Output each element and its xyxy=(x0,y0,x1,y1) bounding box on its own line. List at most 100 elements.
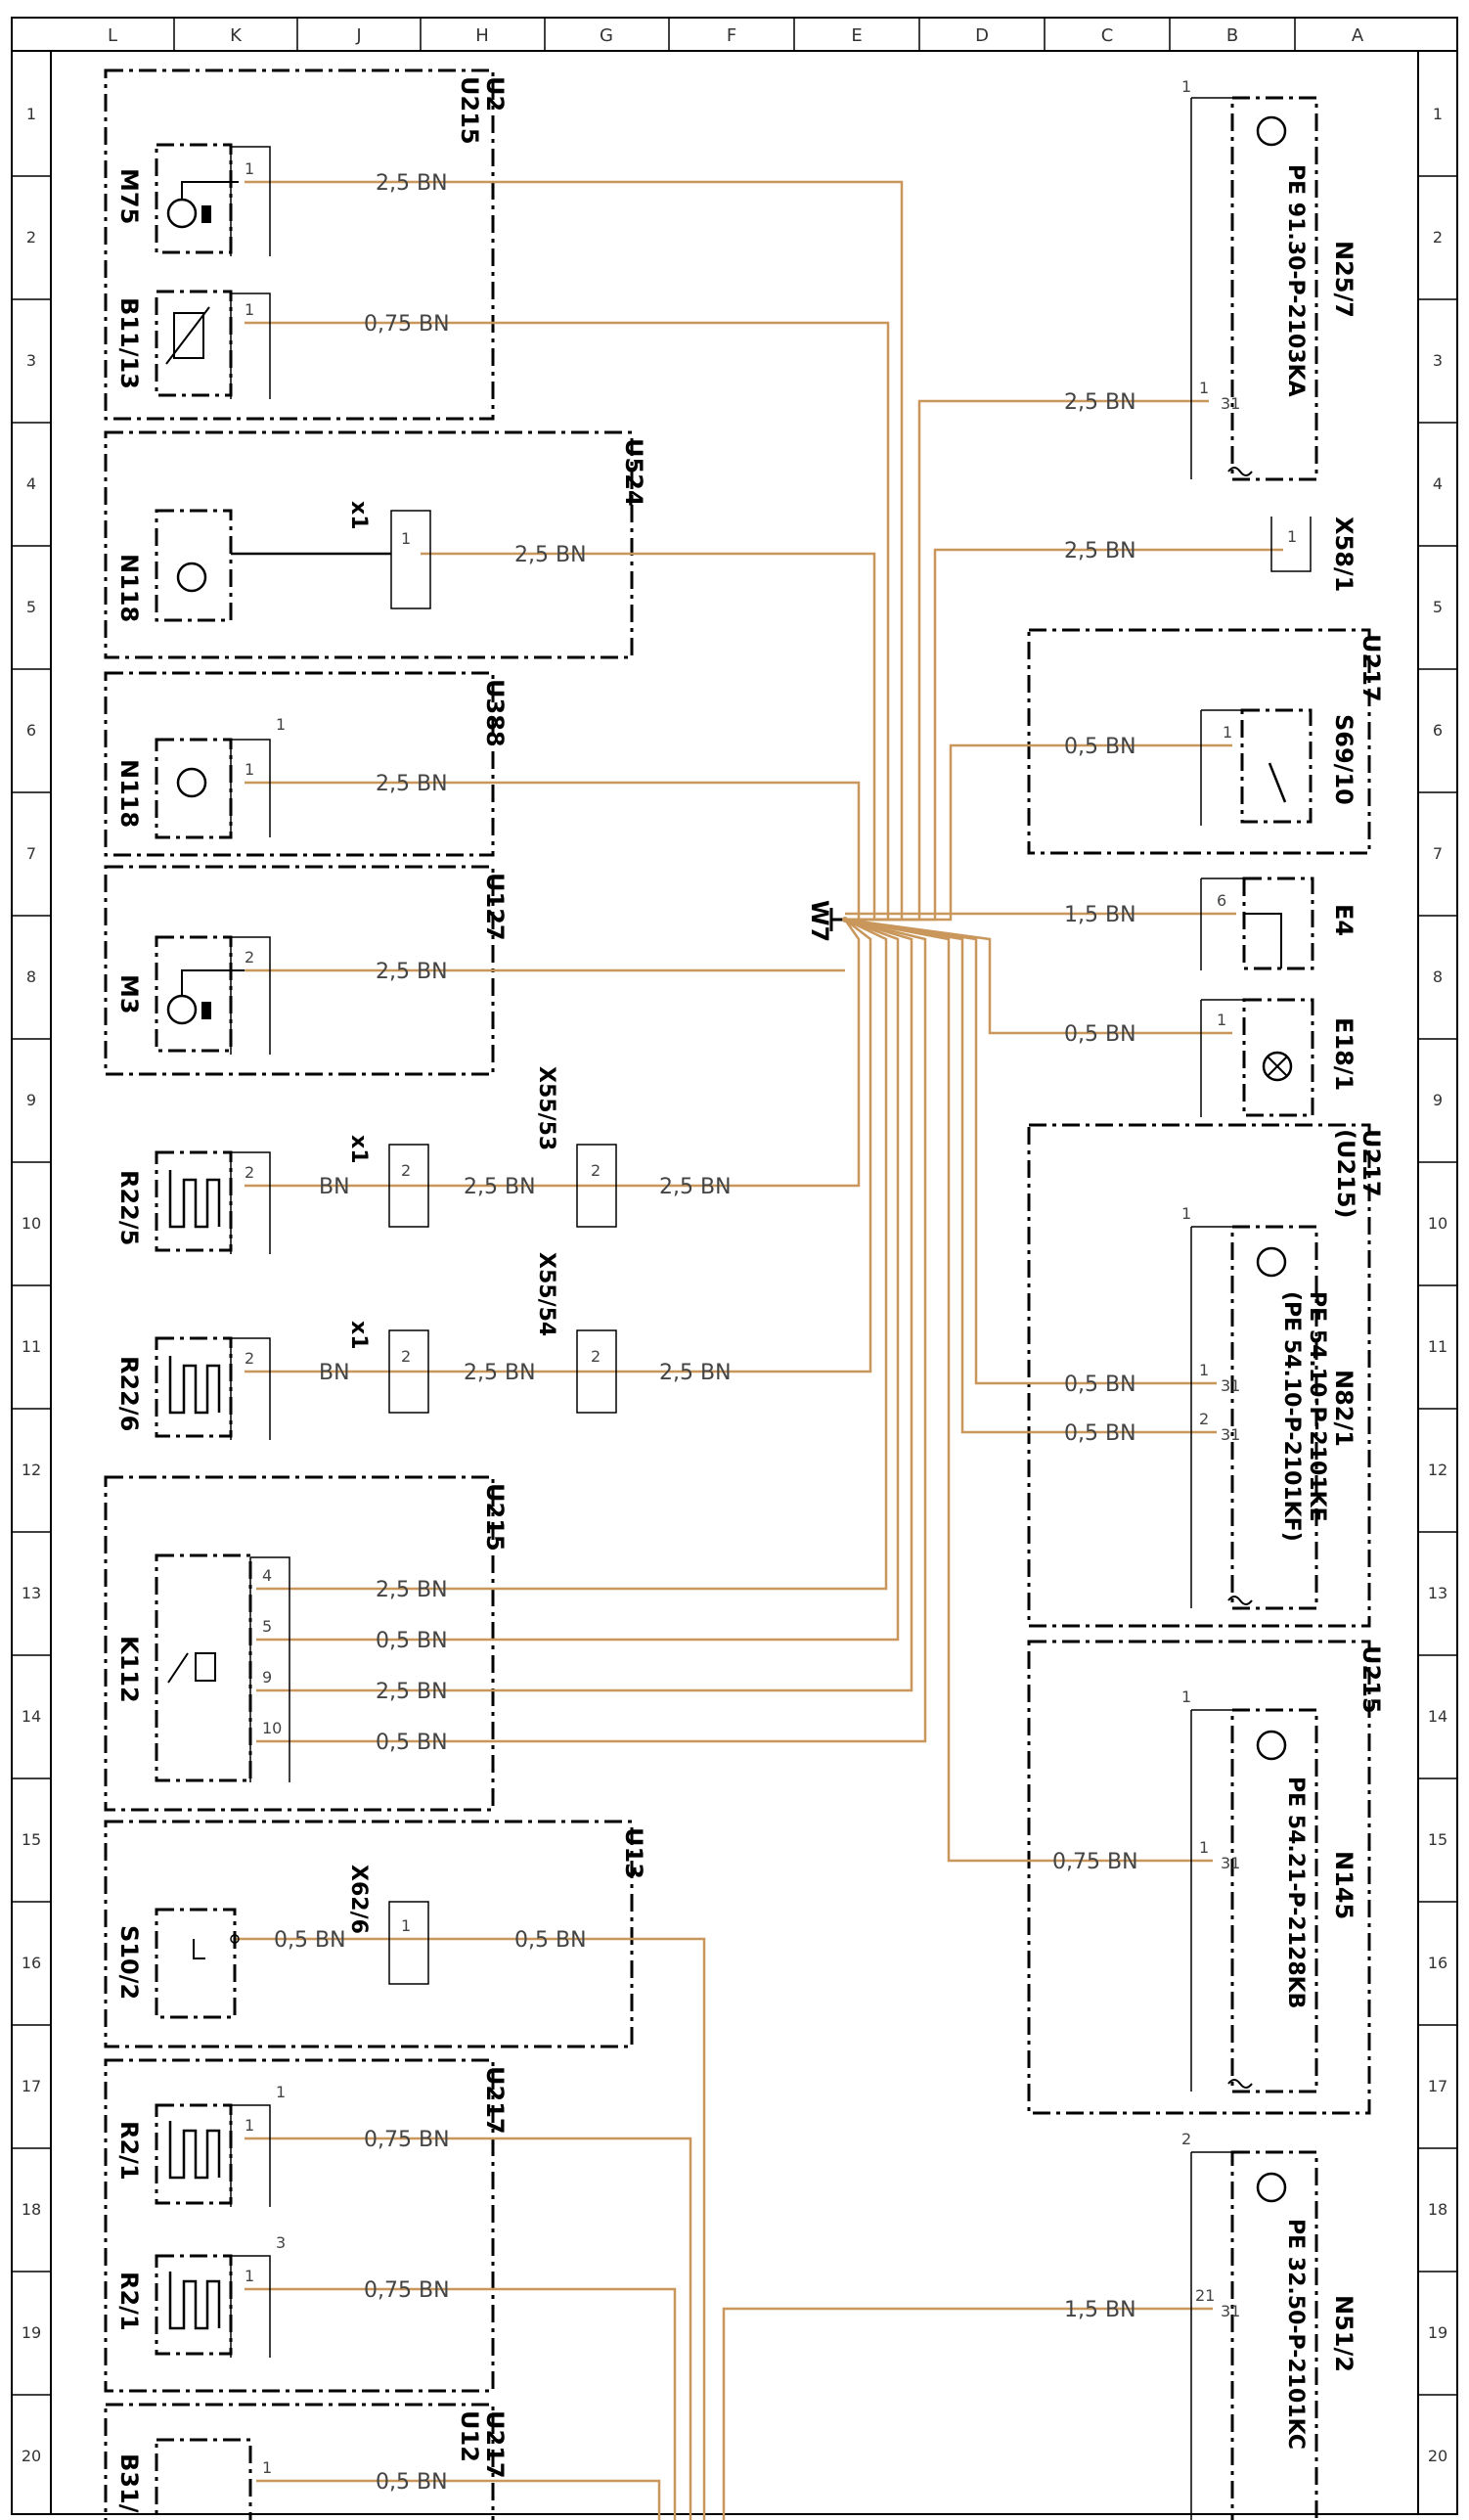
component-m75[interactable]: M75 1 xyxy=(115,143,271,256)
group-label-u217-right: U217 xyxy=(1358,634,1385,702)
control-unit-icon xyxy=(1256,2172,1287,2203)
wire-n82-b[interactable] xyxy=(844,918,1217,1434)
component-b11-13[interactable]: B11/13 1 xyxy=(115,290,271,399)
pin-n145b: 31 xyxy=(1221,1854,1240,1872)
wire-r22-5[interactable] xyxy=(245,919,861,1188)
wire-n51[interactable] xyxy=(722,2307,1213,2520)
wire-s69[interactable] xyxy=(845,743,1232,922)
component-label-r22-6: R22/6 xyxy=(115,1356,143,1431)
pe-ref-n25-7: PE 91.30-P-2103KA xyxy=(1283,164,1308,397)
control-unit-icon xyxy=(1256,1730,1287,1761)
component-n118-u524[interactable]: N118 x1 1 xyxy=(115,501,431,622)
pin-n118b: 1 xyxy=(245,760,254,779)
wire-label-r22-5a: BN xyxy=(319,1175,350,1199)
pin-n25-7-top: 1 xyxy=(1181,77,1191,96)
pin-n25-7b: 31 xyxy=(1221,394,1240,413)
component-x58-1[interactable]: X58/1 1 xyxy=(1270,517,1358,592)
border-number-2: 2 xyxy=(26,228,36,247)
wire-r2-1a[interactable] xyxy=(245,2137,692,2520)
component-s10-2[interactable]: S10/2 xyxy=(115,1908,240,2019)
wire-k112-10[interactable] xyxy=(256,918,927,1743)
component-n82-1[interactable]: N82/1 PE 54.10-P-2101KE (PE 54.10-P-2101… xyxy=(1181,1204,1358,1610)
control-unit-icon xyxy=(176,562,207,593)
pin-k5: 5 xyxy=(262,1617,272,1636)
pin-b11: 1 xyxy=(245,300,254,319)
group-label-u388: U388 xyxy=(481,679,509,747)
wire-label-r22-5b: 2,5 BN xyxy=(464,1175,536,1199)
connector-x62-6[interactable]: X62/6 1 xyxy=(346,1865,429,1985)
component-r2-1a[interactable]: R2/1 1 1 xyxy=(115,2083,286,2207)
component-label-s69-10: S69/10 xyxy=(1330,714,1358,805)
component-b31[interactable]: B31/ 1 xyxy=(115,2438,272,2520)
wire-s10[interactable] xyxy=(235,1937,706,2520)
wire-label-k112-4: 2,5 BN xyxy=(376,1578,448,1602)
border-number-3: 3 xyxy=(26,351,36,370)
border-number-11: 11 xyxy=(22,1337,41,1356)
connector-label-x55-53: X55/53 xyxy=(534,1066,558,1150)
group-label-u524: U524 xyxy=(620,438,647,507)
component-e4[interactable]: E4 6 xyxy=(1200,877,1358,970)
component-s69-10[interactable]: S69/10 1 xyxy=(1200,708,1358,826)
wire-n82-a[interactable] xyxy=(844,918,1217,1385)
wire-b11[interactable] xyxy=(245,321,890,922)
pin-k4: 4 xyxy=(262,1566,272,1585)
pin-n145-top: 1 xyxy=(1181,1688,1191,1706)
group-boxes xyxy=(104,68,1371,2520)
component-k112[interactable]: K112 4 5 9 10 xyxy=(115,1553,290,1782)
component-n118-u388[interactable]: N118 1 1 xyxy=(115,715,286,839)
group-label-u217a: U217 xyxy=(481,2066,509,2135)
wire-k112-4[interactable] xyxy=(256,918,888,1591)
border-number-13: 13 xyxy=(22,1584,41,1602)
component-m3[interactable]: M3 2 xyxy=(115,935,271,1055)
border-letter-d: D xyxy=(975,25,989,46)
pin-x1a: 2 xyxy=(401,1161,411,1180)
wire-r2-1b[interactable] xyxy=(245,2287,677,2520)
wire-k112-5[interactable] xyxy=(256,918,900,1642)
relay-icon xyxy=(195,1652,216,1682)
wire-label-n25-7: 2,5 BN xyxy=(1064,390,1136,415)
component-r2-1b[interactable]: R2/1 1 3 xyxy=(115,2233,286,2358)
component-label-e4: E4 xyxy=(1330,904,1358,936)
group-label-u215-right: U215 xyxy=(1358,1645,1385,1714)
wire-b31[interactable] xyxy=(256,2479,661,2520)
wire-n25-7[interactable] xyxy=(845,399,1209,922)
component-e18-1[interactable]: E18/1 1 xyxy=(1200,998,1358,1117)
pin-x55-53: 2 xyxy=(591,1161,601,1180)
heater-icon xyxy=(168,2272,221,2330)
pin-e4: 6 xyxy=(1217,891,1226,910)
connector-x1-a[interactable]: x1 2 xyxy=(346,1135,429,1228)
component-label-s10-2: S10/2 xyxy=(115,1925,143,2000)
component-label-r2-1a: R2/1 xyxy=(115,2121,143,2181)
border-number-right-11: 11 xyxy=(1428,1337,1447,1356)
sensor-icon xyxy=(165,306,210,365)
component-n25-7[interactable]: N25/7 PE 91.30-P-2103KA 1 1 31 xyxy=(1181,77,1358,481)
group-box-u2-u215 xyxy=(104,68,495,421)
wire-label-e4: 1,5 BN xyxy=(1064,903,1136,927)
component-r22-5[interactable]: R22/5 2 xyxy=(115,1150,271,1254)
border-number-right-15: 15 xyxy=(1428,1830,1447,1849)
connector-x55-54[interactable]: X55/54 2 xyxy=(534,1252,617,1414)
border-number-right-2: 2 xyxy=(1433,228,1443,247)
component-n145[interactable]: N145 PE 54.21-P-2128KB 1 1 31 xyxy=(1181,1688,1358,2093)
wire-n118b[interactable] xyxy=(245,781,861,922)
border-number-right-5: 5 xyxy=(1433,598,1443,616)
wire-n145[interactable] xyxy=(844,918,1213,1863)
wire-label-k112-5: 0,5 BN xyxy=(376,1629,448,1653)
wire-label-n118a: 2,5 BN xyxy=(514,543,587,567)
component-n51-2[interactable]: N51/2 PE 32.50-P-2101KC 2 21 31 xyxy=(1181,2130,1358,2520)
group-box-u388 xyxy=(104,671,495,857)
wire-k112-9[interactable] xyxy=(256,918,913,1692)
group-label-u12: U12 xyxy=(456,2410,483,2462)
wires xyxy=(235,180,1283,2520)
border-number-right-10: 10 xyxy=(1428,1214,1447,1233)
border-number-right-3: 3 xyxy=(1433,351,1443,370)
connector-x1-b[interactable]: x1 2 xyxy=(346,1321,429,1414)
pin-m75: 1 xyxy=(245,159,254,178)
component-r22-6[interactable]: R22/6 2 xyxy=(115,1336,271,1440)
splice-w7[interactable]: W7 xyxy=(806,900,848,942)
connector-x55-53[interactable]: X55/53 2 xyxy=(534,1066,617,1228)
switch-icon xyxy=(193,1939,205,1959)
wire-r22-6[interactable] xyxy=(245,919,872,1373)
border-letter-l: L xyxy=(108,25,117,46)
border-number-20: 20 xyxy=(22,2447,41,2465)
